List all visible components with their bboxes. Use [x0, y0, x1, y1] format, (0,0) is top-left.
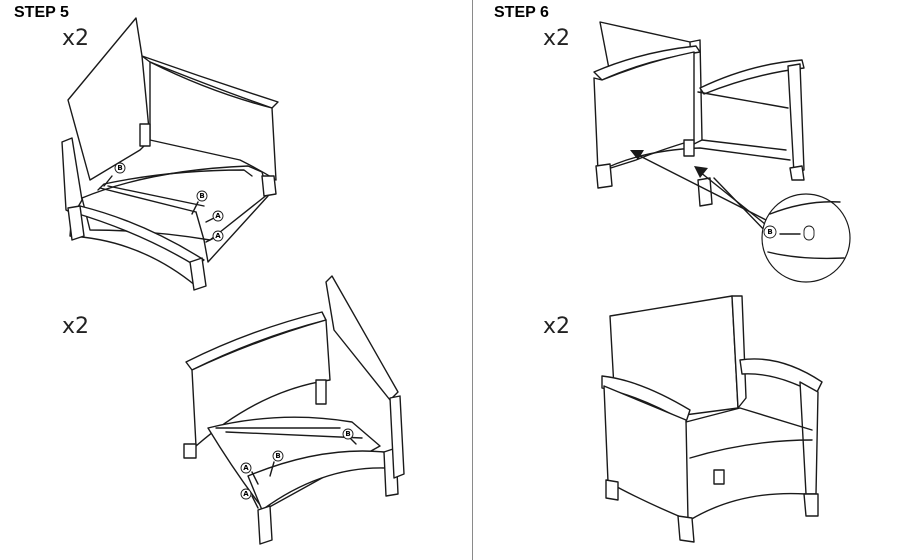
arrow-icon — [630, 150, 771, 237]
callout-a-1: A — [212, 210, 224, 222]
callout-a-4: A — [240, 488, 252, 500]
svg-text:B: B — [275, 452, 280, 460]
callout-b-3: B — [272, 450, 284, 462]
callout-b-1: B — [114, 162, 126, 174]
callout-a-2: A — [212, 230, 224, 242]
step-5-qty-top: x2 — [62, 26, 90, 51]
step-6-qty-bottom: x2 — [543, 314, 571, 339]
screw-icon — [103, 175, 215, 243]
step-6-qty-top: x2 — [543, 26, 571, 51]
svg-text:B: B — [199, 192, 204, 200]
step-5-qty-bottom: x2 — [62, 314, 90, 339]
callout-a-3: A — [240, 462, 252, 474]
step-divider — [472, 0, 473, 560]
callout-b-4: B — [342, 428, 354, 440]
callout-b-2: B — [196, 190, 208, 202]
svg-text:B: B — [767, 228, 772, 236]
svg-text:B: B — [345, 430, 350, 438]
magnifier-detail-icon: B — [761, 193, 851, 283]
step-6-title: STEP 6 — [494, 4, 549, 21]
svg-text:A: A — [215, 212, 221, 220]
svg-text:A: A — [215, 232, 221, 240]
step-5-title: STEP 5 — [14, 4, 69, 21]
svg-text:A: A — [243, 490, 249, 498]
svg-text:A: A — [243, 464, 249, 472]
svg-text:B: B — [117, 164, 122, 172]
screw-icon — [251, 435, 357, 509]
